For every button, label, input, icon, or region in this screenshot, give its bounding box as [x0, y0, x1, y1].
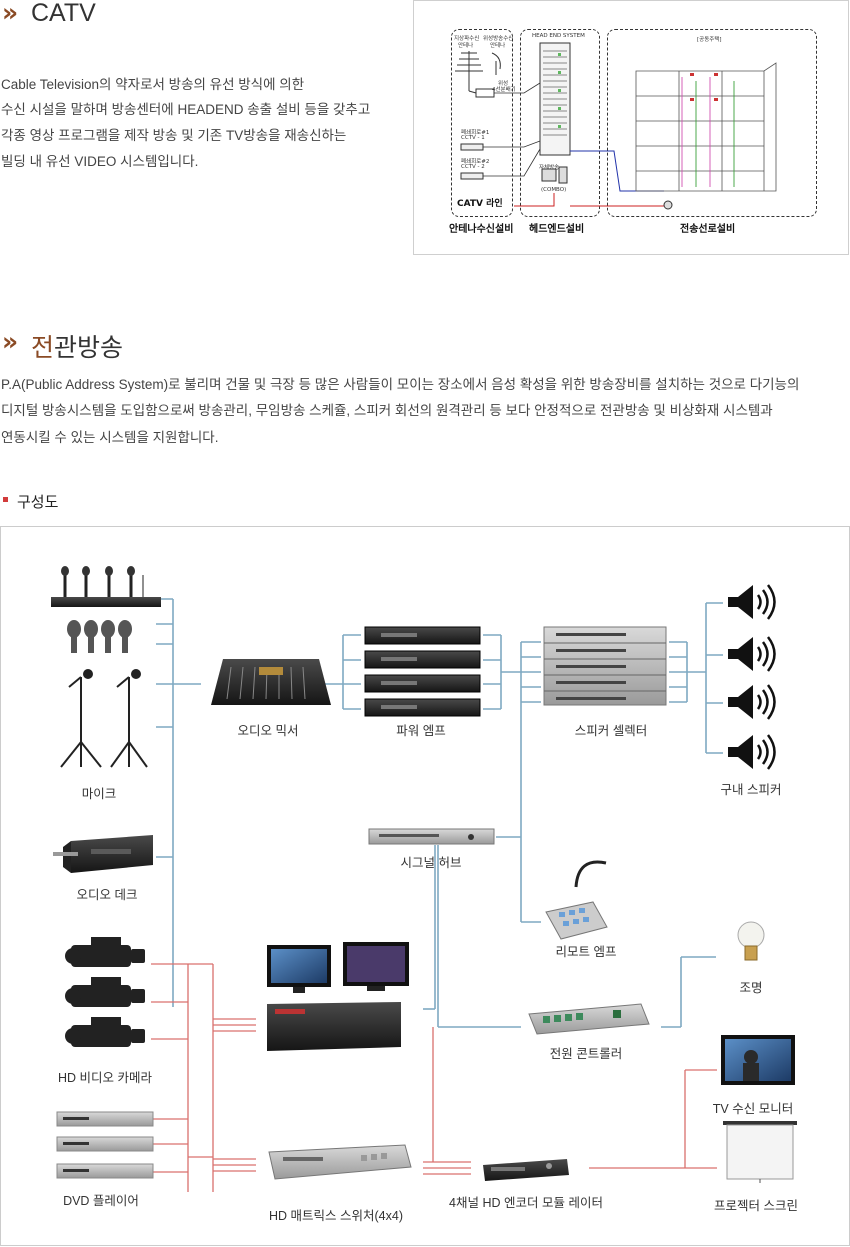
label-remote-amp: 리모트 엠프	[555, 945, 617, 959]
power-controller-icon	[528, 1003, 650, 1035]
projector-screen-icon	[723, 1121, 797, 1183]
satellite-label: 위성	[498, 81, 509, 87]
hd-camera-icon	[65, 937, 145, 1047]
label-mixer: 오디오 믹서	[237, 724, 299, 738]
label-matrix-switcher: HD 매트릭스 스위처(4x4)	[269, 1209, 403, 1223]
pa-heading-text: 전관방송	[31, 334, 123, 362]
video-wiring	[151, 963, 717, 1192]
speaker-icon	[728, 584, 776, 770]
antenna-section-caption: 안테나수신설비	[449, 224, 514, 235]
label-hd-camera: HD 비디오 카메라	[57, 1071, 152, 1085]
label-dvd: DVD 플레이어	[63, 1194, 139, 1208]
cctv-camera-2-icon	[460, 172, 484, 180]
remote-amp-icon	[545, 860, 608, 940]
junction-icon	[663, 200, 673, 210]
label-power-amp: 파워 엠프	[396, 724, 446, 738]
antenna-label-1b: 안테나	[458, 43, 474, 49]
splitter-box-icon	[475, 88, 495, 98]
catv-system-figure: 지상파수신 안테나 위성방송수신 안테나 위성 4선분배기 HEAD END S…	[413, 0, 849, 255]
pa-heading-accent: 전	[31, 334, 55, 362]
hd-encoder-icon	[483, 1159, 569, 1181]
label-speaker: 구내 스피커	[720, 783, 782, 797]
cctv1-label-b: CCTV - 1	[461, 135, 485, 141]
tv-monitor-icon	[721, 1035, 795, 1085]
catv-line-label: CATV 라인	[457, 199, 503, 209]
pa-line-2: 디지털 방송시스템을 도입함으로써 방송관리, 무임방송 스케쥴, 스피커 회선…	[1, 403, 773, 418]
catv-line-2: 수신 시설을 말하며 방송센터에 HEADEND 송출 설비 등을 갖추고	[1, 102, 371, 117]
video-monitor-icon	[267, 942, 409, 993]
headend-section-box	[520, 29, 600, 217]
label-projector-screen: 프로젝터 스크린	[714, 1199, 798, 1213]
label-signal-hub: 시그널 허브	[400, 856, 462, 870]
matrix-switcher-icon	[268, 1144, 412, 1180]
antenna-label-2: 위성방송수신	[483, 36, 514, 42]
catv-line-1: Cable Television의 약자로서 방송의 유선 방식에 의한	[1, 77, 305, 92]
cctv-camera-1-icon	[460, 143, 484, 151]
label-audio-deck: 오디오 데크	[76, 888, 138, 902]
power-amp-icon	[364, 626, 481, 717]
diagram-subheading: 구성도	[17, 494, 59, 511]
cctv2-label-a: 폐쇄회로#2	[461, 159, 490, 165]
catv-line-3: 각종 영상 프로그램을 제작 방송 및 기존 TV방송을 재송신하는	[1, 128, 347, 143]
pa-system-diagram: 마이크 오디오 데크 HD 비디오 카메라 DVD 플레이어 오디오 믹서 파워…	[0, 526, 850, 1246]
pa-line-1: P.A(Public Address System)로 불리며 건물 및 극장 …	[1, 377, 800, 392]
apartment-building-icon	[635, 62, 777, 192]
transmission-section-box	[607, 29, 817, 217]
combo-label: (COMBO)	[541, 187, 567, 193]
pa-diagram-drawing	[51, 566, 797, 1192]
subheading-bullet-icon	[3, 497, 8, 502]
audio-deck-icon	[53, 835, 153, 873]
catv-heading: CATV	[31, 0, 96, 27]
antenna-section-box	[451, 29, 513, 217]
satellite-dish-icon	[491, 52, 501, 75]
video-recorder-rack-icon	[267, 1002, 401, 1051]
headend-section-caption: 헤드엔드설비	[529, 224, 585, 235]
label-encoder: 4채널 HD 엔코더 모듈 레이터	[449, 1196, 603, 1210]
satellite-label-2: 4선분배기	[492, 87, 516, 93]
antenna-label-2b: 안테나	[490, 43, 506, 49]
label-speaker-selector: 스피커 셀렉터	[574, 724, 648, 738]
wireless-mic-receiver-icon	[51, 566, 161, 607]
label-tv-monitor: TV 수신 모니터	[712, 1102, 794, 1116]
section-arrow-icon: »	[2, 327, 18, 356]
label-lighting: 조명	[739, 981, 763, 995]
self-broadcast-label: 자체방송	[539, 165, 560, 171]
label-mic: 마이크	[81, 787, 117, 801]
catv-line-4: 빌딩 내 유선 VIDEO 시스템입니다.	[1, 154, 199, 169]
audio-wiring	[156, 598, 723, 1028]
catv-figure-drawing	[455, 42, 777, 210]
building-title: [공동주택]	[697, 37, 722, 43]
headend-title: HEAD END SYSTEM	[532, 33, 585, 39]
audio-mixer-icon	[211, 659, 331, 705]
pa-line-3: 연동시킬 수 있는 시스템을 지원합니다.	[1, 430, 219, 445]
pa-heading-rest: 관방송	[54, 334, 124, 362]
handheld-mic-icon	[67, 620, 132, 653]
mic-stand-icon	[60, 669, 148, 768]
label-power-controller: 전원 콘트롤러	[549, 1047, 623, 1061]
terrestrial-antenna-icon	[455, 51, 483, 91]
section-arrow-icon: »	[2, 0, 18, 27]
cctv1-label-a: 폐쇄회로#1	[461, 130, 490, 136]
combo-pc-icon	[541, 168, 557, 182]
light-bulb-icon	[737, 921, 765, 961]
cctv2-label-b: CCTV - 2	[461, 164, 485, 170]
antenna-label-1: 지상파수신	[454, 36, 480, 42]
dvd-player-icon	[56, 1111, 154, 1179]
speaker-selector-icon	[543, 626, 667, 706]
pa-heading: 전관방송	[31, 328, 123, 364]
transmission-section-caption: 전송선로설비	[680, 224, 736, 235]
signal-hub-icon	[368, 828, 495, 845]
